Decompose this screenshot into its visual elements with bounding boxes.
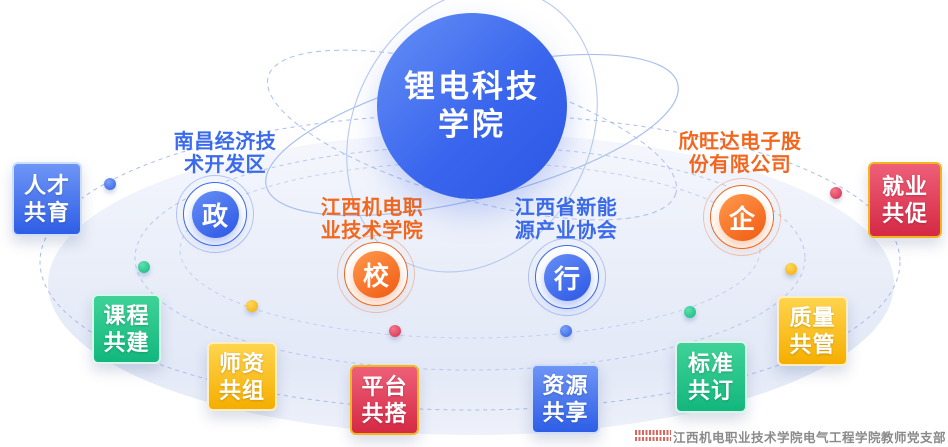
badge-course: 课程 共建 (92, 294, 161, 364)
center-hub-title-line1: 锂电科技 (404, 69, 540, 104)
orbit-dot-yellow-left (246, 300, 258, 312)
label-college-line1: 江西机电职 (320, 197, 424, 219)
badge-teacher-line1: 师资 (218, 350, 265, 376)
badge-course-line2: 共建 (103, 330, 150, 355)
badge-talent: 人才 共育 (12, 162, 82, 236)
badge-quality: 质量 共管 (777, 296, 848, 366)
badge-talent-line2: 共育 (23, 200, 70, 225)
watermark-text: 江西机电职业技术学院电气工程学院教师党支部 (672, 431, 946, 445)
node-association-ring: 行 (535, 245, 599, 309)
orbit-dot-red-right (830, 187, 842, 199)
badge-course-line1: 课程 (103, 303, 150, 328)
badge-talent-line1: 人才 (23, 173, 70, 198)
node-college-ring: 校 (344, 242, 408, 306)
label-association-line1: 江西省新能 (514, 197, 618, 219)
badge-quality-line1: 质量 (789, 305, 836, 330)
badge-resource-line1: 资源 (542, 373, 589, 398)
orbit-dot-blue-left (104, 178, 116, 190)
badge-platform-line1: 平台 (361, 374, 408, 399)
badge-platform: 平台 共搭 (350, 365, 419, 435)
node-government: 政 (176, 175, 254, 253)
node-enterprise: 企 (703, 178, 781, 256)
orbit-dot-blue-right (560, 325, 572, 337)
orbit-dot-yellow-right (785, 263, 797, 275)
badge-resource-line2: 共享 (542, 400, 589, 425)
badge-employment-line1: 就业 (881, 174, 928, 199)
label-college: 江西机电职 业技术学院 (292, 197, 452, 243)
badge-teacher-line2: 共组 (218, 377, 265, 403)
node-association: 行 (528, 238, 606, 316)
badge-platform-line2: 共搭 (361, 401, 408, 426)
label-government-line1: 南昌经济技 (173, 131, 277, 153)
node-association-glyph: 行 (543, 253, 591, 301)
node-government-glyph: 政 (191, 190, 239, 238)
label-enterprise-line1: 欣旺达电子股 (678, 131, 802, 153)
badge-standard-line1: 标准 (687, 351, 734, 376)
orbit-dot-green-left (138, 261, 150, 273)
badge-teacher: 师资 共组 (207, 342, 277, 411)
label-college-line2: 业技术学院 (320, 220, 424, 242)
watermark: 江西机电职业技术学院电气工程学院教师党支部 (634, 427, 946, 446)
label-association: 江西省新能 源产业协会 (486, 197, 646, 243)
label-government: 南昌经济技 术开发区 (145, 131, 305, 177)
node-enterprise-glyph: 企 (718, 193, 766, 241)
center-hub-title-line2: 学院 (438, 107, 506, 142)
node-college: 校 (337, 235, 415, 313)
label-enterprise-line2: 份有限公司 (688, 154, 792, 176)
badge-standard-line2: 共订 (687, 378, 734, 403)
node-enterprise-ring: 企 (710, 185, 774, 249)
label-association-line2: 源产业协会 (514, 220, 618, 242)
red-seal-mark (634, 430, 671, 443)
badge-quality-line2: 共管 (789, 332, 836, 357)
label-enterprise: 欣旺达电子股 份有限公司 (660, 131, 820, 177)
center-hub-circle: 锂电科技 学院 (377, 13, 567, 199)
badge-standard: 标准 共订 (675, 341, 747, 413)
node-government-ring: 政 (183, 182, 247, 246)
orbit-dot-green-right (684, 306, 696, 318)
badge-employment: 就业 共促 (868, 162, 942, 238)
node-college-glyph: 校 (352, 250, 400, 298)
orbit-dot-red-left (389, 325, 401, 337)
badge-resource: 资源 共享 (531, 364, 600, 434)
badge-employment-line2: 共促 (881, 201, 928, 226)
label-government-line2: 术开发区 (184, 154, 266, 176)
